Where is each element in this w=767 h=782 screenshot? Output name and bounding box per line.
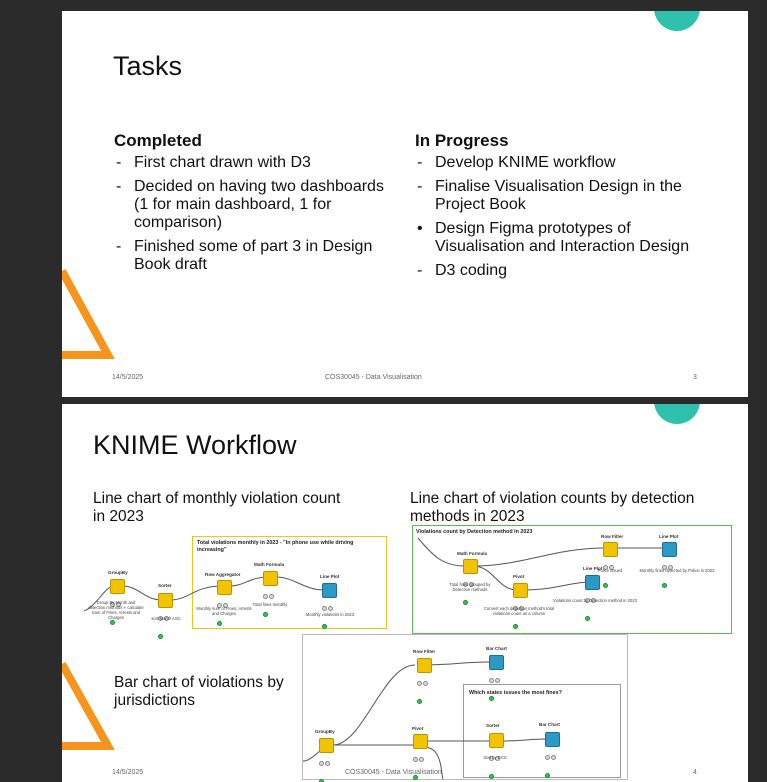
completed-list: -First chart drawn with D3 -Decided on h… bbox=[114, 154, 386, 280]
list-item: •Design Figma prototypes of Visualisatio… bbox=[417, 220, 690, 255]
row-filter-node-icon[interactable] bbox=[603, 542, 618, 557]
line-plot-node-icon[interactable] bbox=[585, 575, 600, 590]
teal-circle-decoration bbox=[654, 11, 700, 31]
row-filter-node-icon[interactable] bbox=[417, 658, 432, 673]
footer-date: 14/5/2025 bbox=[112, 769, 144, 776]
pivot-node-icon[interactable] bbox=[513, 583, 528, 598]
node-description: Total fines grouped by Detection methods bbox=[449, 582, 491, 592]
footer-date: 14/5/2025 bbox=[112, 374, 144, 381]
node-label: Sorter bbox=[158, 583, 172, 588]
node-status-lights bbox=[489, 670, 503, 701]
node-status-lights bbox=[662, 557, 676, 588]
node-label: Math Formula bbox=[254, 562, 285, 567]
groupby-node-icon[interactable] bbox=[110, 579, 125, 594]
line-plot-node-icon[interactable] bbox=[662, 542, 677, 557]
node-label: Line Plot bbox=[320, 574, 340, 579]
node-label: GroupBy bbox=[108, 570, 128, 575]
slide-title: KNIME Workflow bbox=[93, 430, 297, 460]
list-item: -Decided on having two dashboards (1 for… bbox=[116, 178, 384, 231]
node-label: Row Filter bbox=[413, 649, 436, 654]
node-description: sort Month ASC bbox=[151, 616, 181, 621]
row-aggregator-node-icon[interactable] bbox=[217, 580, 232, 595]
node-label: Row Aggregator bbox=[205, 572, 241, 577]
in-progress-heading: In Progress bbox=[415, 131, 509, 150]
math-formula-node-icon[interactable] bbox=[263, 571, 278, 586]
slide-knime-workflow: KNIME Workflow Line chart of monthly vio… bbox=[62, 404, 748, 782]
node-label: Sorter bbox=[486, 723, 500, 728]
node-label: GroupBy bbox=[315, 729, 335, 734]
list-item: -First chart drawn with D3 bbox=[116, 154, 311, 171]
bar-chart-node-icon[interactable] bbox=[545, 732, 560, 747]
slide-tasks: Tasks Completed -First chart drawn with … bbox=[62, 11, 748, 397]
node-label: Pivot bbox=[412, 726, 424, 731]
workflow-screenshot-detection: Violations count by Detection method in … bbox=[412, 525, 732, 634]
node-description: Monthly sum of Fines, Arrests and Charge… bbox=[196, 606, 252, 616]
node-label: Bar Chart bbox=[539, 722, 560, 727]
node-description: Police issued bbox=[597, 568, 623, 573]
node-description: Sort by DCS bbox=[483, 755, 507, 760]
math-formula-node-icon[interactable] bbox=[463, 559, 478, 574]
workflow-screenshot-monthly: Total violations monthly in 2023 - "In p… bbox=[84, 532, 390, 639]
completed-heading: Completed bbox=[114, 131, 202, 150]
sorter-node-icon[interactable] bbox=[489, 733, 504, 748]
node-status-lights bbox=[263, 586, 277, 617]
node-status-lights bbox=[585, 590, 599, 621]
annotation-title: Total violations monthly in 2023 - "In p… bbox=[197, 540, 354, 553]
node-label: Pivot bbox=[513, 574, 525, 579]
node-description: Monthly fines detected by Police in 2023 bbox=[639, 568, 715, 573]
caption-monthly-violations: Line chart of monthly violation count in… bbox=[93, 490, 341, 525]
caption-jurisdictions: Bar chart of violations by jurisdictions bbox=[114, 674, 284, 709]
node-status-lights bbox=[417, 673, 431, 704]
workflow-connections bbox=[417, 537, 663, 591]
list-item: -Develop KNIME workflow bbox=[417, 154, 616, 171]
annotation-title: Which states issues the most fines? bbox=[469, 690, 562, 696]
pivot-node-icon[interactable] bbox=[413, 734, 428, 749]
line-plot-node-icon[interactable] bbox=[322, 583, 337, 598]
workflow-screenshot-jurisdictions: Which states issues the most fines? Row … bbox=[302, 634, 628, 782]
footer-page-number: 4 bbox=[693, 769, 697, 776]
node-status-lights bbox=[513, 598, 527, 629]
annotation-box bbox=[463, 684, 621, 778]
workflow-connections bbox=[303, 661, 549, 779]
node-description: Monthly violations in 2023 bbox=[305, 612, 355, 617]
groupby-node-icon[interactable] bbox=[319, 738, 334, 753]
node-status-lights bbox=[322, 598, 336, 629]
node-description: Convert each detection method's total vi… bbox=[483, 606, 555, 616]
list-item: -D3 coding bbox=[417, 262, 508, 279]
node-description: Total fines monthly bbox=[252, 602, 288, 607]
node-label: Line Plot bbox=[659, 534, 679, 539]
caption-detection-methods: Line chart of violation counts by detect… bbox=[410, 490, 695, 525]
in-progress-list: -Develop KNIME workflow -Finalise Visual… bbox=[415, 154, 715, 286]
node-label: Line Plot bbox=[583, 566, 603, 571]
node-label: Row Filter bbox=[601, 534, 624, 539]
node-status-lights bbox=[545, 747, 559, 778]
teal-circle-decoration bbox=[654, 404, 700, 424]
node-status-lights bbox=[217, 595, 231, 626]
footer-course: COS30045 - Data Visualisation bbox=[345, 769, 442, 776]
annotation-box bbox=[192, 536, 387, 629]
annotation-title: Violations count by Detection method in … bbox=[416, 529, 533, 535]
orange-triangle-decoration bbox=[62, 269, 115, 359]
node-description: Group By Month and detection methods + c… bbox=[88, 600, 144, 620]
bar-chart-node-icon[interactable] bbox=[489, 655, 504, 670]
node-status-lights bbox=[319, 753, 333, 782]
node-status-lights bbox=[413, 749, 427, 780]
sorter-node-icon[interactable] bbox=[158, 593, 173, 608]
node-status-lights bbox=[463, 574, 477, 605]
footer-page-number: 3 bbox=[693, 374, 697, 381]
node-label: Bar Chart bbox=[486, 646, 507, 651]
node-status-lights bbox=[489, 748, 503, 779]
node-description: Violations count by Detection method in … bbox=[553, 598, 637, 603]
node-status-lights bbox=[110, 594, 124, 625]
slide-title: Tasks bbox=[113, 51, 183, 81]
orange-triangle-decoration bbox=[62, 662, 115, 750]
footer-course: COS30045 - Data Visualisation bbox=[325, 374, 422, 381]
node-label: Math Formula bbox=[457, 551, 488, 556]
list-item: -Finished some of part 3 in Design Book … bbox=[116, 238, 373, 273]
list-item: -Finalise Visualisation Design in the Pr… bbox=[417, 178, 682, 213]
node-status-lights bbox=[158, 608, 172, 639]
node-status-lights bbox=[603, 557, 617, 588]
